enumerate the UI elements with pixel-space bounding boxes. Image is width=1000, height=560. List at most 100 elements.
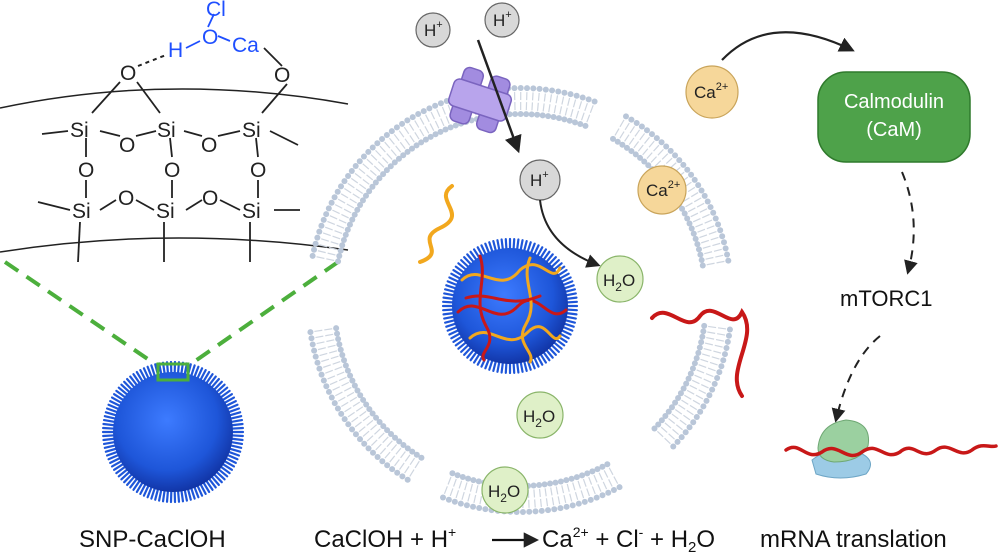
lipid-head <box>690 365 696 371</box>
lipid-head <box>663 143 669 149</box>
lipid-tail <box>571 109 573 117</box>
lipid-tail <box>696 395 703 399</box>
lipid-tail <box>649 141 654 147</box>
lipid-tail <box>704 349 712 351</box>
lipid-head <box>639 124 645 130</box>
lipid-head <box>389 128 395 134</box>
lipid-tail <box>699 235 707 238</box>
lipid-head <box>399 121 405 127</box>
lipid-tail <box>708 368 716 371</box>
lipid-tail <box>640 133 645 139</box>
lipid-tail <box>399 131 404 138</box>
lipid-head <box>370 144 376 150</box>
lipid-tail <box>717 261 725 262</box>
lipid-tail <box>707 226 714 229</box>
lipid-tail <box>359 184 365 189</box>
lipid-tail <box>395 460 400 466</box>
water-2-base: H <box>523 407 535 426</box>
lipid-head <box>421 108 427 114</box>
h-ion-2-sup: + <box>505 9 511 21</box>
lipid-head <box>465 476 471 482</box>
lipid-tail <box>379 433 385 439</box>
water-1-tail: O <box>622 271 635 290</box>
lipid-head <box>705 198 711 204</box>
lipid-tail <box>367 420 373 425</box>
lipid-tail <box>321 359 329 361</box>
lipid-head <box>326 205 332 211</box>
lipid-tail <box>665 423 671 428</box>
lipid-tail <box>435 121 438 128</box>
lipid-tail <box>562 97 564 105</box>
lipid-tail <box>718 328 726 329</box>
lipid-head <box>594 495 600 501</box>
lipid-head <box>310 341 316 347</box>
equation-cl: + Cl <box>589 526 639 553</box>
lipid-tail <box>345 407 352 411</box>
lipid-head <box>668 148 674 154</box>
lipid-head <box>518 85 524 91</box>
lipid-head <box>584 470 590 476</box>
lipid-tail <box>568 98 570 106</box>
water-1: H2O <box>597 256 643 302</box>
lipid-head <box>623 113 629 119</box>
lipid-tail <box>629 138 634 145</box>
lipid-head <box>453 122 459 128</box>
lipid-head <box>316 366 322 372</box>
lipid-head <box>697 345 703 351</box>
lipid-head <box>341 178 347 184</box>
lipid-tail <box>707 263 715 264</box>
lipid-tail <box>347 204 354 208</box>
lipid-head <box>333 325 339 331</box>
lipid-tail <box>620 132 624 139</box>
lipid-tail <box>651 157 657 163</box>
zoom-lines <box>5 262 338 366</box>
lipid-tail <box>409 124 413 131</box>
lipid-head <box>718 363 724 369</box>
lipid-head <box>339 352 345 358</box>
lipid-tail <box>317 342 325 344</box>
lipid-head <box>379 458 385 464</box>
lipid-head <box>552 480 558 486</box>
lipid-head <box>720 357 726 363</box>
lipid-head <box>446 497 452 503</box>
lipid-tail <box>701 385 708 388</box>
lipid-head <box>549 87 555 93</box>
lipid-head <box>723 345 729 351</box>
lipid-head <box>432 103 438 109</box>
lipid-head <box>452 499 458 505</box>
lipid-tail <box>441 119 444 126</box>
lipid-tail <box>410 135 414 142</box>
lipid-tail <box>599 473 602 480</box>
lipid-head <box>448 124 454 130</box>
lipid-head <box>670 443 676 449</box>
lipid-tail <box>400 463 405 470</box>
lipid-head <box>313 241 319 247</box>
lipid-tail <box>326 340 334 342</box>
lipid-tail <box>330 216 337 219</box>
lipid-head <box>617 484 623 490</box>
lipid-tail <box>582 113 585 121</box>
lipid-tail <box>332 210 339 213</box>
lipid-tail <box>693 400 700 404</box>
lipid-head <box>357 436 363 442</box>
lipid-tail <box>715 255 723 257</box>
lipid-head <box>311 348 317 354</box>
lipid-tail <box>687 410 694 414</box>
lipid-head <box>404 117 410 123</box>
lipid-head <box>588 497 594 503</box>
lipid-tail <box>707 332 715 333</box>
h-ion-3-base: H <box>530 171 542 190</box>
lipid-head <box>476 505 482 511</box>
lipid-tail <box>713 351 721 353</box>
lipid-head <box>540 112 546 118</box>
equation-reactant-sup: + <box>448 524 456 540</box>
nanoparticle-large <box>103 362 243 502</box>
particle-caption: SNP-CaClOH <box>79 526 226 553</box>
lipid-head <box>311 247 317 253</box>
lipid-head <box>723 245 729 251</box>
water-2-tail: O <box>542 407 555 426</box>
lipid-tail <box>715 345 723 347</box>
lipid-tail <box>351 178 357 183</box>
water-3-tail: O <box>507 482 520 501</box>
lipid-head <box>659 139 665 145</box>
